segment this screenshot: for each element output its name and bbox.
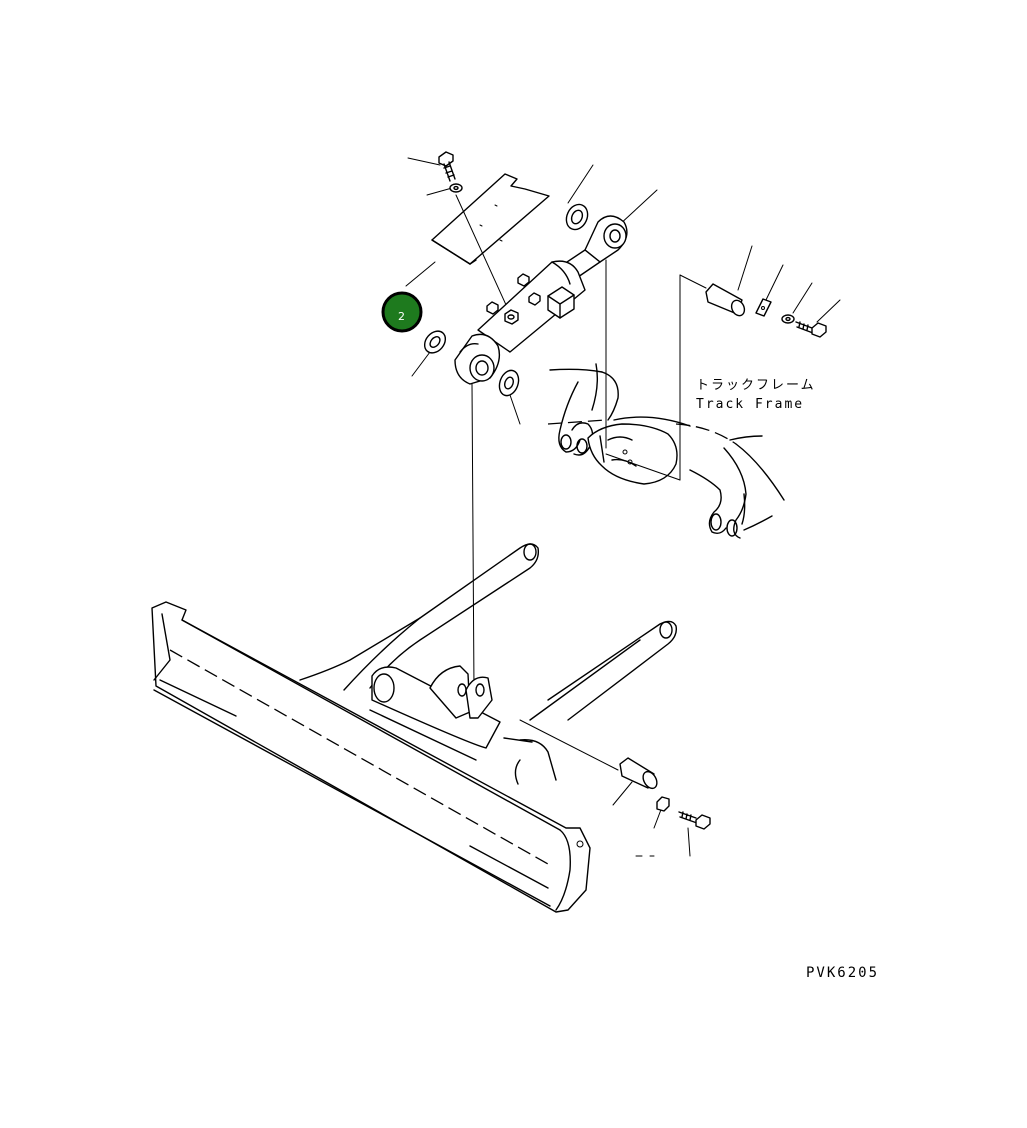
plate-small	[755, 298, 772, 317]
figure-code: PVK6205	[806, 965, 879, 981]
washer-left	[423, 330, 447, 354]
nut-bottom	[656, 796, 670, 812]
washer-top	[449, 183, 463, 193]
washer-bottom	[498, 369, 520, 397]
washer-small-right	[781, 314, 795, 324]
washer-right-top	[565, 203, 589, 231]
bolt-bottom	[678, 811, 711, 830]
track-frame-label-en: Track Frame	[696, 397, 804, 412]
track-frame-label-jp: トラックフレーム	[696, 378, 816, 393]
leader-lines	[405, 157, 841, 857]
bolt-top	[438, 151, 456, 182]
assembly-lines	[471, 259, 707, 771]
track-frame	[547, 363, 785, 539]
bolt-right	[795, 321, 827, 338]
cylinder	[454, 215, 628, 385]
pin-right	[705, 283, 746, 317]
dozer-blade	[151, 543, 678, 913]
pin-bottom	[619, 757, 658, 790]
callout-badge[interactable]: 2	[381, 291, 423, 333]
cover-plate	[431, 173, 550, 319]
callout-circle[interactable]	[381, 291, 423, 333]
callout-number: 2	[398, 310, 405, 323]
